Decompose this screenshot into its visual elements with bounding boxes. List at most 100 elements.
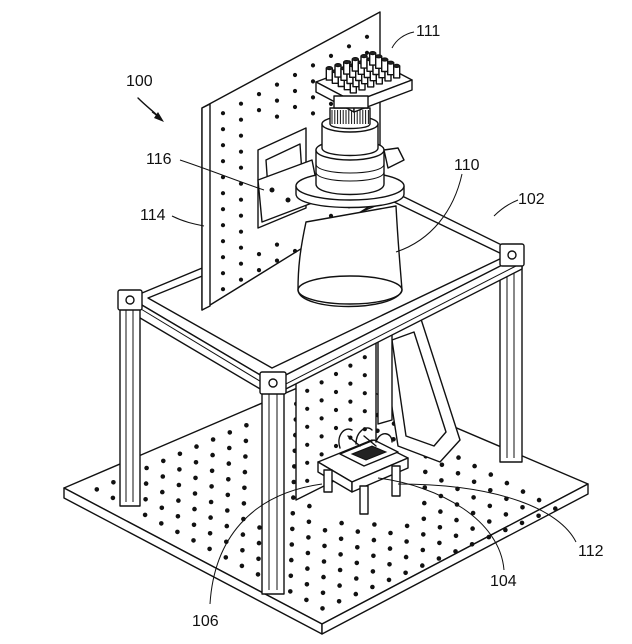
base-hole bbox=[420, 547, 426, 553]
base-hole bbox=[504, 480, 510, 486]
base-hole bbox=[422, 500, 427, 506]
base-hole bbox=[470, 526, 475, 531]
label-116: 116 bbox=[146, 151, 172, 168]
base-hole bbox=[177, 451, 183, 457]
base-hole bbox=[243, 438, 249, 444]
rear-hole bbox=[319, 416, 324, 421]
plate-hole bbox=[292, 72, 298, 78]
base-hole bbox=[143, 497, 148, 502]
plate-hole bbox=[220, 207, 226, 212]
frame-back-legs bbox=[499, 254, 523, 463]
base-hole bbox=[304, 597, 309, 603]
rear-hole bbox=[305, 424, 310, 429]
base-hole bbox=[175, 514, 181, 519]
base-hole bbox=[387, 562, 392, 567]
rear-hole bbox=[305, 388, 310, 393]
lens-unit bbox=[295, 107, 405, 308]
base-hole bbox=[387, 546, 393, 551]
rear-hole bbox=[305, 478, 310, 483]
base-hole bbox=[371, 537, 377, 543]
frame-corner-blocks bbox=[117, 243, 525, 395]
plate-hole bbox=[364, 34, 370, 39]
label-102: 102 bbox=[518, 191, 545, 208]
base-hole bbox=[227, 445, 232, 451]
rear-hole bbox=[319, 434, 324, 439]
plate-hole bbox=[220, 287, 226, 292]
base-hole bbox=[336, 599, 342, 604]
base-hole bbox=[224, 539, 229, 545]
base-hole bbox=[322, 543, 327, 549]
base-hole bbox=[453, 533, 459, 539]
base-hole bbox=[244, 423, 249, 428]
base-hole bbox=[225, 492, 231, 498]
base-hole bbox=[226, 477, 231, 482]
base-hole bbox=[255, 572, 261, 577]
base-hole bbox=[437, 525, 443, 530]
base-hole bbox=[159, 505, 165, 511]
rear-hole bbox=[333, 425, 339, 431]
base-hole bbox=[177, 467, 182, 472]
base-hole bbox=[306, 535, 311, 540]
base-hole bbox=[370, 569, 376, 574]
plate-hole bbox=[292, 248, 298, 254]
mount-bracket bbox=[257, 127, 321, 229]
base-hole bbox=[453, 549, 458, 554]
base-hole bbox=[320, 590, 326, 596]
plate-hole bbox=[220, 159, 226, 164]
base-hole bbox=[175, 529, 180, 535]
label-114: 114 bbox=[140, 207, 166, 224]
base-hole bbox=[469, 542, 475, 547]
base-hole bbox=[404, 523, 410, 529]
base-hole bbox=[470, 510, 476, 516]
base-hole bbox=[207, 531, 213, 536]
base-hole bbox=[240, 548, 245, 553]
base-hole bbox=[305, 566, 310, 571]
collet-pins bbox=[325, 51, 401, 94]
base-hole bbox=[403, 570, 408, 576]
rear-hole bbox=[348, 363, 353, 368]
label-106: 106 bbox=[192, 613, 219, 630]
rear-hole bbox=[305, 460, 310, 465]
plate-hole bbox=[274, 258, 280, 263]
base-hole bbox=[520, 489, 526, 494]
base-hole bbox=[306, 519, 312, 525]
collet-pin bbox=[334, 63, 342, 78]
base-hole bbox=[224, 523, 230, 529]
plate-hole bbox=[274, 82, 280, 87]
plate-hole bbox=[292, 88, 298, 94]
collet-array bbox=[315, 51, 413, 113]
base-hole bbox=[519, 520, 525, 526]
collet-pin bbox=[375, 54, 383, 69]
leader-lines bbox=[137, 31, 577, 605]
base-hole bbox=[553, 506, 558, 511]
rear-hole bbox=[348, 381, 353, 386]
collet-pin bbox=[360, 54, 368, 69]
base-hole bbox=[321, 574, 326, 580]
base-hole bbox=[370, 584, 375, 590]
plate-hole bbox=[256, 108, 262, 113]
base-hole bbox=[257, 525, 262, 530]
rear-hole bbox=[319, 452, 324, 457]
base-hole bbox=[304, 582, 310, 587]
plate-hole bbox=[256, 252, 262, 257]
plate-hole bbox=[220, 127, 226, 132]
rear-hole bbox=[305, 406, 310, 411]
base-hole bbox=[290, 511, 296, 516]
base-hole bbox=[421, 516, 427, 522]
plate-hole bbox=[220, 271, 226, 276]
base-hole bbox=[472, 463, 477, 469]
base-hole bbox=[291, 495, 296, 500]
base-hole bbox=[487, 503, 493, 509]
plate-hole bbox=[238, 101, 244, 106]
rear-hole bbox=[362, 409, 367, 414]
base-hole bbox=[403, 554, 409, 560]
plate-hole bbox=[310, 111, 316, 116]
base-hole bbox=[486, 534, 492, 540]
base-hole bbox=[290, 526, 295, 532]
rear-hole bbox=[333, 389, 339, 395]
base-hole bbox=[191, 522, 197, 528]
base-hole bbox=[143, 481, 149, 486]
base-hole bbox=[454, 517, 459, 523]
plate-hole bbox=[328, 101, 334, 106]
